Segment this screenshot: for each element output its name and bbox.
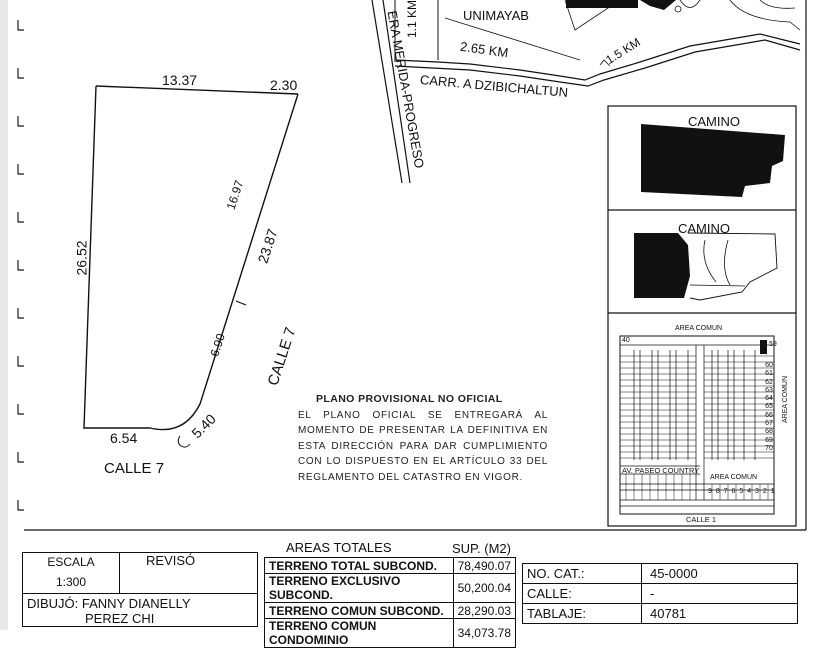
escala-label: ESCALA (21, 552, 121, 571)
area-label: TERRENO COMUN CONDOMINIO (264, 618, 454, 648)
lot-number: 70 (765, 444, 773, 452)
cat-label: NO. CAT.: (522, 563, 642, 584)
inset-frames (607, 105, 797, 527)
place-unimayab: UNIMAYAB (463, 8, 529, 23)
lot-number: 65 (765, 403, 773, 411)
inset3-lot-40: 40 (622, 337, 630, 344)
location-map (371, 0, 801, 184)
notice-body: EL PLANO OFICIAL SE ENTREGARÁ AL MOMENTO… (298, 409, 548, 483)
areas-table: TERRENO TOTAL SUBCOND. 78,490.07 TERRENO… (264, 557, 517, 648)
cadastre-table: NO. CAT.: 45-0000 CALLE: - TABLAJE: 4078… (522, 563, 798, 624)
street-label-bottom: CALLE 7 (104, 460, 165, 477)
plan-drawing (17, 0, 807, 531)
dim-left-side: 26.52 (73, 240, 90, 276)
lot-outline (83, 85, 299, 448)
inset3-right-lots: 60 61 62 63 64 65 66 67 68 69 70 (762, 362, 776, 453)
inset1-lot-shape (641, 124, 785, 197)
lot-number: 62 (765, 378, 773, 386)
cat-label: TABLAJE: (522, 603, 642, 624)
table-row: NO. CAT.: 45-0000 (522, 563, 798, 584)
table-row: TERRENO COMUN SUBCOND. 28,290.03 (264, 602, 517, 619)
area-value: 78,490.07 (452, 557, 517, 574)
lot-number: 69 (765, 436, 773, 444)
escala-value: 1:300 (21, 571, 121, 594)
cat-value: - (641, 583, 798, 604)
area-label: TERRENO EXCLUSIVO SUBCOND. (264, 573, 454, 603)
lot-number: 61 (765, 370, 773, 378)
distance-1-1km: 1.1 KM (405, 0, 420, 39)
dim-top-right: 2.30 (270, 77, 298, 93)
inset2-camino-label: CAMINO (678, 221, 730, 236)
area-value: 28,290.03 (452, 602, 517, 619)
inset2-map (634, 232, 778, 301)
table-row: TERRENO COMUN CONDOMINIO 34,073.78 (264, 618, 517, 648)
areas-header: AREAS TOTALES (286, 540, 392, 555)
dibujo-label-2: PEREZ CHI (85, 611, 155, 626)
dibujo-cell: DIBUJÓ: FANNY DIANELLY PEREZ CHI (22, 593, 258, 627)
inset3-area-comun-bottom: AREA COMUN (710, 474, 758, 481)
area-label: TERRENO COMUN SUBCOND. (264, 602, 454, 619)
inset3-bottom-lots: 9 8 7 6 5 4 3 2 1 (708, 488, 776, 495)
inset3-calle-1: CALLE 1 (686, 515, 717, 524)
provisional-notice: PLANO PROVISIONAL NO OFICIAL EL PLANO OF… (298, 392, 548, 485)
table-row: TABLAJE: 40781 (522, 603, 798, 624)
cat-value: 45-0000 (641, 563, 798, 584)
inset3-area-comun-right: AREA COMUN (782, 375, 790, 424)
inset3-subdivision (619, 335, 775, 515)
dim-top-side: 13.37 (162, 72, 198, 88)
lot-number: 68 (765, 428, 773, 436)
table-row: CALLE: - (522, 583, 798, 604)
area-label: TERRENO TOTAL SUBCOND. (264, 557, 454, 574)
scale-table: ESCALA REVISÓ 1:300 DIBUJÓ: FANNY DIANEL… (21, 552, 258, 627)
inset3-area-comun-top: AREA COMUN (675, 325, 723, 332)
cat-label: CALLE: (522, 583, 642, 604)
inset1-camino-label: CAMINO (688, 114, 740, 129)
area-value: 50,200.04 (452, 573, 517, 603)
dim-bottom-side: 6.54 (110, 430, 138, 446)
inset3-avenue-label: AV. PASEO COUNTRY (622, 466, 700, 475)
reviso-label: REVISÓ (119, 552, 258, 594)
lot-number: 66 (765, 411, 773, 419)
lot-number: 64 (765, 395, 773, 403)
page-edge (0, 0, 8, 630)
area-value: 34,073.78 (452, 618, 517, 648)
cat-value: 40781 (641, 603, 798, 624)
margin-ticks (17, 20, 24, 511)
lot-number: 63 (765, 386, 773, 394)
sup-header: SUP. (M2) (452, 541, 511, 556)
dibujo-label: DIBUJÓ: FANNY DIANELLY (27, 596, 191, 611)
inset3-lot-59: 59 (769, 341, 777, 348)
lot-number: 67 (765, 420, 773, 428)
notice-heading: PLANO PROVISIONAL NO OFICIAL (316, 393, 503, 405)
inset3-lot-grid (620, 355, 774, 500)
table-row: TERRENO EXCLUSIVO SUBCOND. 50,200.04 (264, 573, 517, 603)
lot-number: 60 (765, 362, 773, 369)
table-row: TERRENO TOTAL SUBCOND. 78,490.07 (264, 557, 517, 574)
